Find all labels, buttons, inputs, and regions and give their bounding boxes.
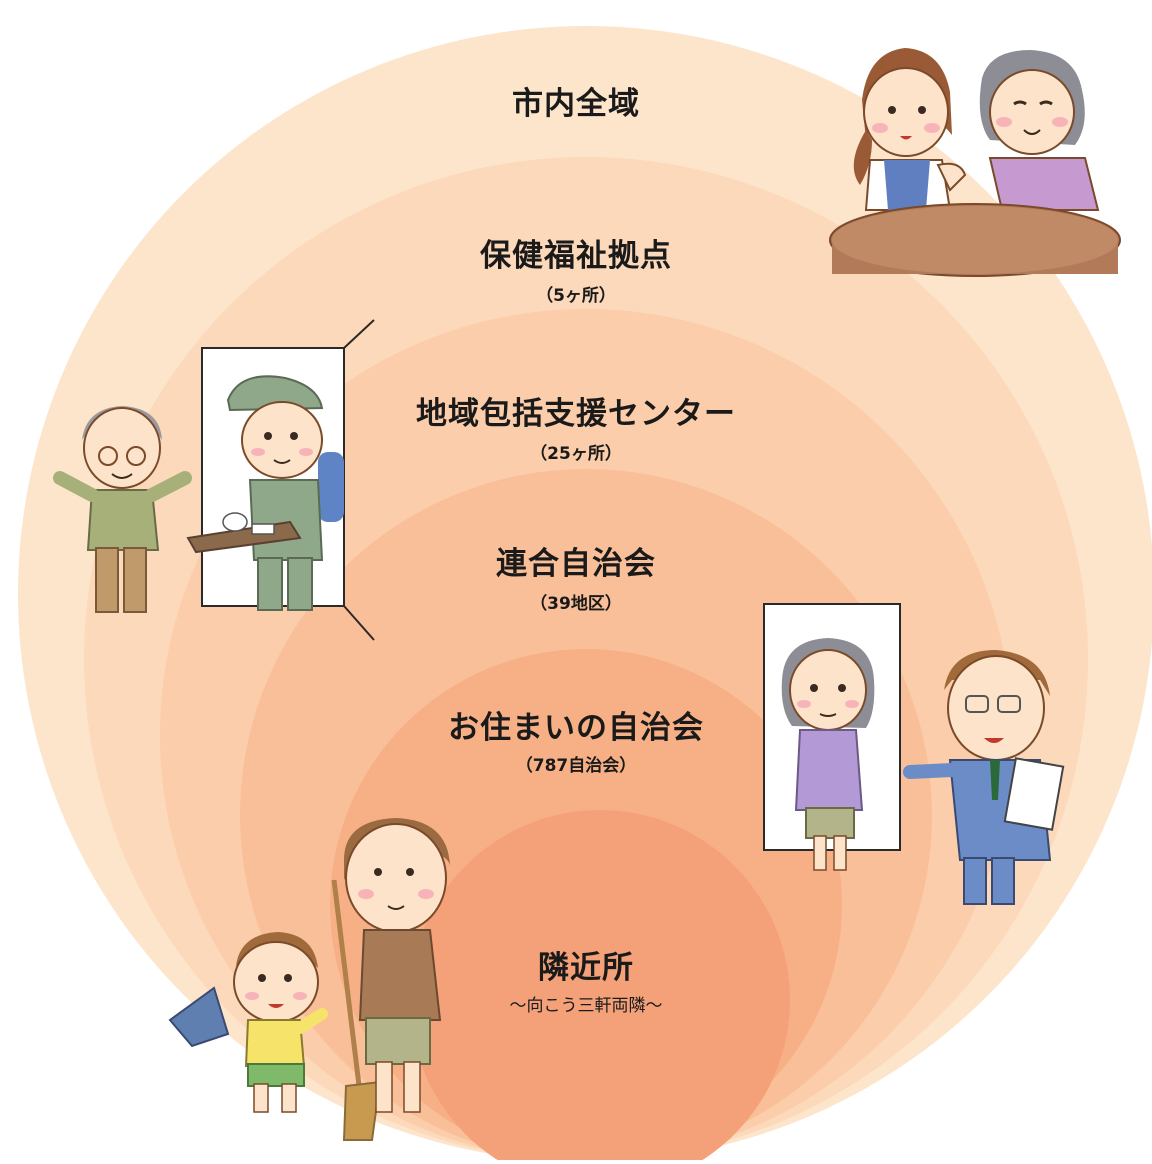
clipboard — [1003, 757, 1065, 831]
meal-delivery-to-elderly-man-illustration — [53, 319, 375, 641]
elderly-woman-body — [988, 157, 1100, 211]
woman-face — [345, 823, 447, 933]
elderly-man-body — [86, 489, 160, 551]
staff-woman-face — [863, 67, 949, 157]
delivery-man-face — [241, 401, 323, 479]
level-citywide-title: 市内全域 — [512, 86, 640, 122]
level-community-support-centers-subtitle: （25ヶ所） — [530, 444, 622, 464]
level-federated-associations-subtitle: （39地区） — [530, 594, 622, 614]
level-neighbors-title: 隣近所 — [538, 950, 634, 986]
woman-body — [358, 929, 442, 1021]
level-health-welfare-hubs-title: 保健福祉拠点 — [480, 238, 672, 274]
level-health-welfare-hubs: 保健福祉拠点 （5ヶ所） — [0, 230, 1152, 306]
broom-handle — [331, 879, 365, 1111]
level-neighbors-subtitle: 〜向こう三軒両隣〜 — [509, 996, 663, 1016]
level-federated-associations-title: 連合自治会 — [496, 546, 656, 582]
dustpan — [168, 986, 230, 1048]
staff-woman-ponytail — [853, 130, 872, 185]
level-residents-associations-title: お住まいの自治会 — [448, 710, 704, 746]
level-neighbors: 隣近所 〜向こう三軒両隣〜 — [10, 942, 1152, 1016]
level-citywide: 市内全域 — [0, 78, 1152, 123]
neighborhood-association-visit-illustration — [763, 603, 1065, 905]
ring-neighbors — [410, 810, 790, 1164]
level-federated-associations: 連合自治会 （39地区） — [0, 538, 1152, 614]
elderly-woman-2-body — [794, 729, 864, 811]
elderly-man-face — [83, 407, 161, 489]
level-health-welfare-hubs-subtitle: （5ヶ所） — [536, 286, 616, 306]
level-community-support-centers-title: 地域包括支援センター — [416, 396, 736, 432]
level-community-support-centers: 地域包括支援センター （25ヶ所） — [0, 388, 1152, 464]
elderly-woman-face — [989, 69, 1075, 155]
delivery-man-cap — [226, 375, 324, 412]
staff-and-elderly-at-table-illustration — [829, 48, 1121, 277]
child-and-woman-sweeping-illustration — [168, 818, 450, 1141]
broom-head — [342, 1080, 382, 1141]
level-residents-associations-subtitle: （787自治会） — [515, 756, 637, 776]
level-residents-associations: お住まいの自治会 （787自治会） — [0, 702, 1152, 776]
